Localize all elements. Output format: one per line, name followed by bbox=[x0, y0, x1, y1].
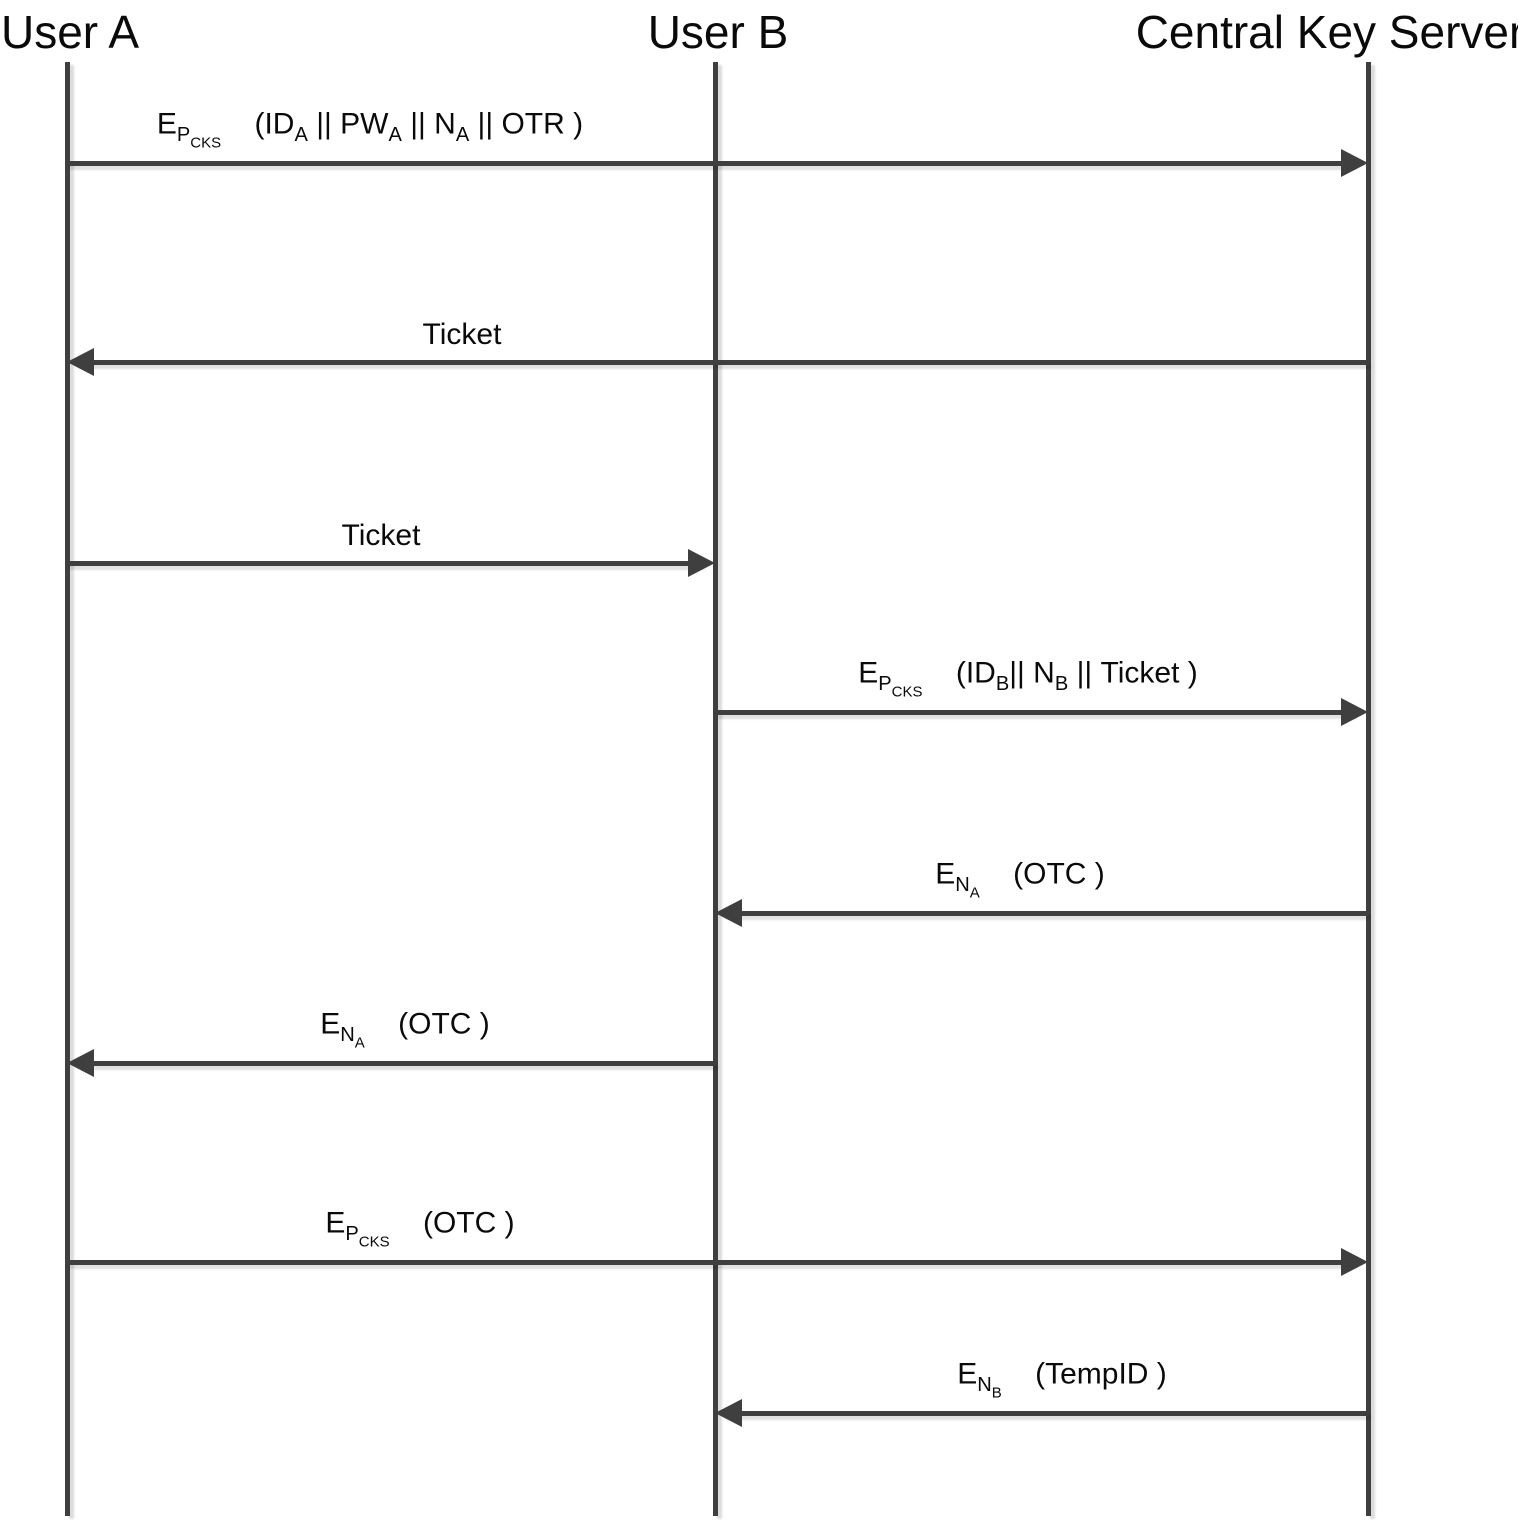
message-label-part: E bbox=[156, 107, 177, 141]
message-arrow-1 bbox=[67, 160, 1354, 166]
message-label-3: Ticket bbox=[342, 519, 421, 552]
message-label-part: N bbox=[340, 1023, 355, 1046]
message-arrow-6 bbox=[81, 1060, 715, 1066]
message-label-6: ENA (OTC ) bbox=[320, 1007, 490, 1052]
message-label-part: Ticket bbox=[341, 519, 421, 552]
message-label-part: || OTR ) bbox=[469, 107, 584, 141]
message-label-part: CKS bbox=[358, 1233, 390, 1251]
lifeline-cks bbox=[1365, 62, 1371, 1516]
message-label-part: || Ticket ) bbox=[1068, 656, 1198, 690]
message-label-part: P bbox=[176, 123, 191, 146]
message-arrow-3 bbox=[67, 560, 701, 566]
message-label-part: || N bbox=[1009, 656, 1055, 690]
message-label-part: B bbox=[991, 1384, 1002, 1402]
message-label-part: (ID bbox=[221, 107, 295, 141]
message-label-5: ENA (OTC ) bbox=[935, 857, 1105, 902]
message-label-part: E bbox=[957, 1357, 978, 1391]
message-label-part: CKS bbox=[891, 683, 923, 701]
message-label-part: E bbox=[320, 1007, 341, 1041]
message-label-part: N bbox=[977, 1373, 992, 1396]
message-label-4: EPCKS (IDB|| NB || Ticket ) bbox=[858, 656, 1198, 701]
message-label-part: B bbox=[995, 672, 1010, 695]
arrow-head-left bbox=[715, 899, 742, 927]
message-label-part: CKS bbox=[190, 134, 222, 152]
message-label-part: P bbox=[345, 1222, 359, 1245]
message-arrow-4 bbox=[715, 709, 1354, 715]
arrow-head-right bbox=[688, 549, 715, 577]
message-label-8: ENB (TempID ) bbox=[957, 1357, 1167, 1402]
message-arrow-2 bbox=[81, 359, 1368, 365]
message-label-part: (TempID ) bbox=[1001, 1357, 1167, 1391]
message-label-part: (OTC ) bbox=[979, 857, 1105, 891]
actor-title-user-a: User A bbox=[0, 6, 140, 58]
message-label-part: E bbox=[858, 656, 879, 690]
message-label-part: B bbox=[1054, 672, 1069, 695]
message-label-part: || PW bbox=[307, 107, 389, 141]
message-label-part: (ID bbox=[922, 656, 996, 690]
message-arrow-7 bbox=[67, 1259, 1354, 1265]
message-arrow-5 bbox=[729, 910, 1368, 916]
message-label-part: A bbox=[969, 884, 980, 902]
message-label-part: A bbox=[455, 123, 470, 146]
message-label-part: N bbox=[955, 873, 970, 896]
message-label-part: (OTC ) bbox=[389, 1206, 515, 1240]
message-label-part: A bbox=[388, 123, 402, 146]
arrow-head-left bbox=[67, 348, 94, 376]
message-label-part: A bbox=[354, 1034, 365, 1052]
lifeline-user-b bbox=[712, 62, 718, 1516]
message-arrow-8 bbox=[729, 1410, 1368, 1416]
message-label-2: Ticket bbox=[423, 318, 502, 351]
actor-title-cks: Central Key Server bbox=[1135, 6, 1518, 58]
message-label-part: Ticket bbox=[422, 318, 502, 351]
arrow-head-right bbox=[1341, 149, 1368, 177]
actor-title-user-b: User B bbox=[647, 6, 789, 58]
message-label-part: A bbox=[294, 123, 308, 146]
message-label-part: P bbox=[878, 672, 892, 695]
message-label-part: E bbox=[935, 857, 956, 891]
arrow-head-right bbox=[1341, 698, 1368, 726]
message-label-part: (OTC ) bbox=[364, 1007, 490, 1041]
message-label-part: || N bbox=[401, 107, 456, 141]
arrow-head-left bbox=[715, 1399, 742, 1427]
message-label-part: E bbox=[325, 1206, 346, 1240]
lifeline-user-a bbox=[64, 62, 70, 1516]
arrow-head-left bbox=[67, 1049, 94, 1077]
message-label-7: EPCKS (OTC ) bbox=[325, 1206, 514, 1251]
arrow-head-right bbox=[1341, 1248, 1368, 1276]
message-label-1: EPCKS (IDA || PWA || NA || OTR ) bbox=[157, 107, 583, 152]
